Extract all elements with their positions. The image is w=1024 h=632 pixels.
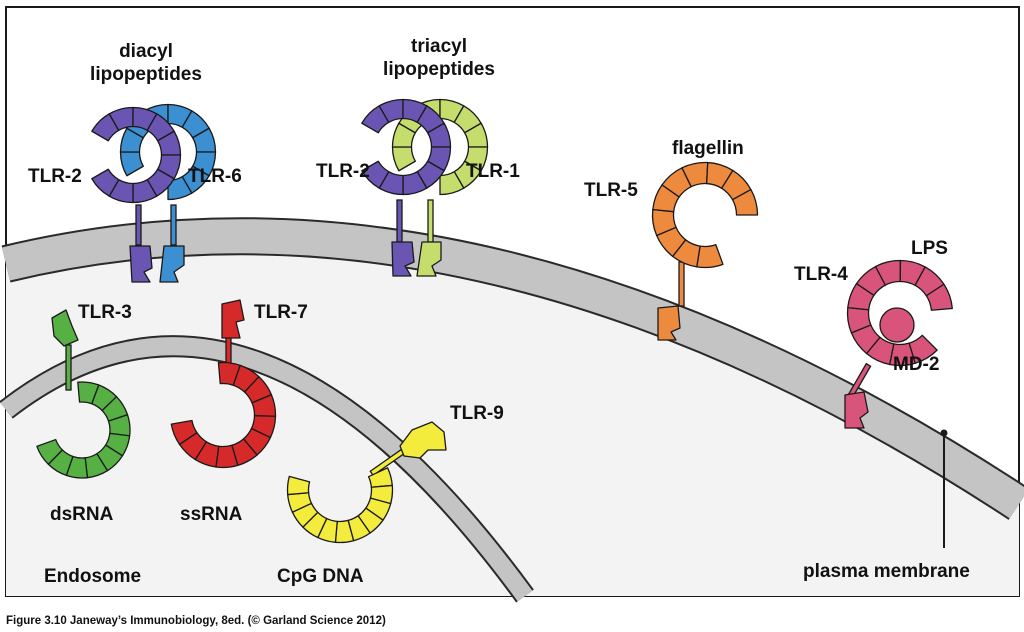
tlr1-tir-domain — [416, 241, 442, 277]
tlr7-label: TLR-7 — [254, 302, 308, 323]
tlr2-left-stalk — [135, 204, 142, 246]
lrr-segment — [925, 283, 953, 311]
tlr6-stalk — [170, 204, 177, 246]
tlr2-right-ectodomain — [361, 98, 452, 196]
lrr-segment — [91, 168, 120, 197]
lrr-segment — [167, 176, 193, 201]
labels: diacyl lipopeptides triacyl lipopeptides… — [28, 36, 970, 587]
tlr4-ectodomain — [846, 259, 953, 367]
diacyl-label-line2: lipopeptides — [90, 64, 202, 85]
tlr9-label: TLR-9 — [450, 403, 504, 424]
plasma-membrane-label: plasma membrane — [803, 561, 970, 582]
lrr-segment — [731, 188, 759, 216]
tlr1-label: TLR-1 — [466, 161, 520, 182]
tlr3-ectodomain — [36, 381, 131, 479]
tlr3-ecto-tip — [51, 309, 79, 347]
tlr6-label: TLR-6 — [188, 166, 242, 187]
tir-domains — [51, 241, 869, 459]
tlr3-label: TLR-3 — [78, 302, 132, 323]
lrr-segment — [361, 160, 390, 189]
md2-protein — [879, 307, 915, 343]
plasma-membrane-pointer-dot — [940, 429, 948, 437]
tlr1-stalk — [427, 199, 434, 243]
triacyl-label-line2: lipopeptides — [383, 59, 495, 80]
ssrna-label: ssRNA — [180, 504, 243, 525]
tlr9-ecto-tip — [399, 421, 447, 459]
triacyl-label-line1: triacyl — [411, 36, 467, 57]
tlr2-right-tir-domain — [391, 241, 415, 277]
tlr4-label: TLR-4 — [794, 264, 848, 285]
tlr5-label: TLR-5 — [584, 180, 638, 201]
tlr3-stalk — [65, 344, 72, 391]
tlr5-ectodomain — [651, 161, 759, 269]
tlr2-left-ectodomain — [91, 106, 182, 204]
tlr2-right-label: TLR-2 — [316, 161, 370, 182]
lrr-segment — [36, 438, 64, 465]
tlr2-left-tir-domain — [129, 245, 153, 283]
endosome-label: Endosome — [44, 566, 141, 587]
tlr6-tir-domain — [159, 245, 185, 283]
tlr5-stalk — [678, 261, 685, 307]
diacyl-label-line1: diacyl — [119, 41, 173, 62]
tlr7-ecto-tip — [221, 299, 245, 339]
lrr-segment — [439, 171, 465, 196]
cpg-dna-label: CpG DNA — [277, 566, 364, 587]
receptor-ectodomains — [36, 98, 953, 544]
endosome-membrane — [0, 337, 533, 602]
lrr-segment — [170, 419, 198, 446]
figure-caption: Figure 3.10 Janeway’s Immunobiology, 8ed… — [6, 615, 386, 627]
tlr2-left-label: TLR-2 — [28, 166, 82, 187]
tlr2-right-stalk — [396, 199, 403, 243]
tlr7-ectodomain — [170, 361, 277, 469]
tlr4-tir-domain — [844, 391, 869, 429]
cell-interior — [6, 236, 1019, 596]
tlr5-tir-domain — [657, 305, 681, 341]
tlr6-ectodomain — [119, 103, 217, 201]
tlr9-ectodomain — [286, 467, 394, 544]
dsrna-label: dsRNA — [50, 504, 114, 525]
flagellin-label: flagellin — [672, 138, 744, 159]
md2-label: MD-2 — [893, 354, 939, 375]
lrr-segment — [286, 475, 311, 496]
lps-label: LPS — [911, 238, 948, 259]
